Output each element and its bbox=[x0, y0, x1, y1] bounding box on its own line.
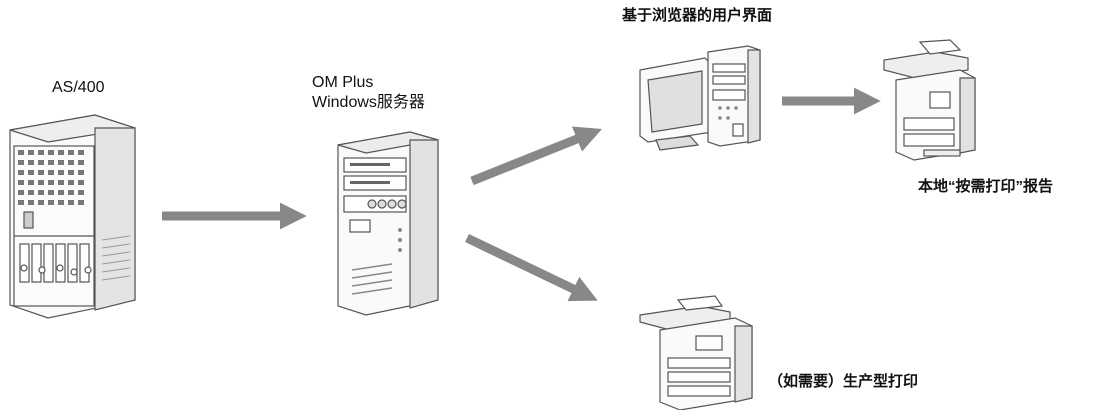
server-tower-icon bbox=[337, 131, 439, 316]
server-label-line2: Windows服务器 bbox=[312, 94, 425, 111]
local-printing-label: 本地“按需打印”报告 bbox=[918, 178, 1054, 195]
server-label-line1: OM Plus bbox=[312, 74, 374, 91]
printer-icon bbox=[883, 39, 976, 161]
arrow-server-to-browser bbox=[470, 126, 603, 186]
production-printer-icon bbox=[639, 295, 753, 410]
flow-arrows bbox=[162, 87, 881, 302]
production-printing-label: （如需要）生产型打印 bbox=[768, 373, 919, 390]
mainframe-icon bbox=[9, 114, 136, 319]
arrow-server-to-production bbox=[465, 233, 598, 302]
as400-label: AS/400 bbox=[52, 79, 105, 96]
desktop-computer-icon bbox=[639, 45, 761, 151]
browser-ui-label: 基于浏览器的用户界面 bbox=[622, 7, 773, 24]
